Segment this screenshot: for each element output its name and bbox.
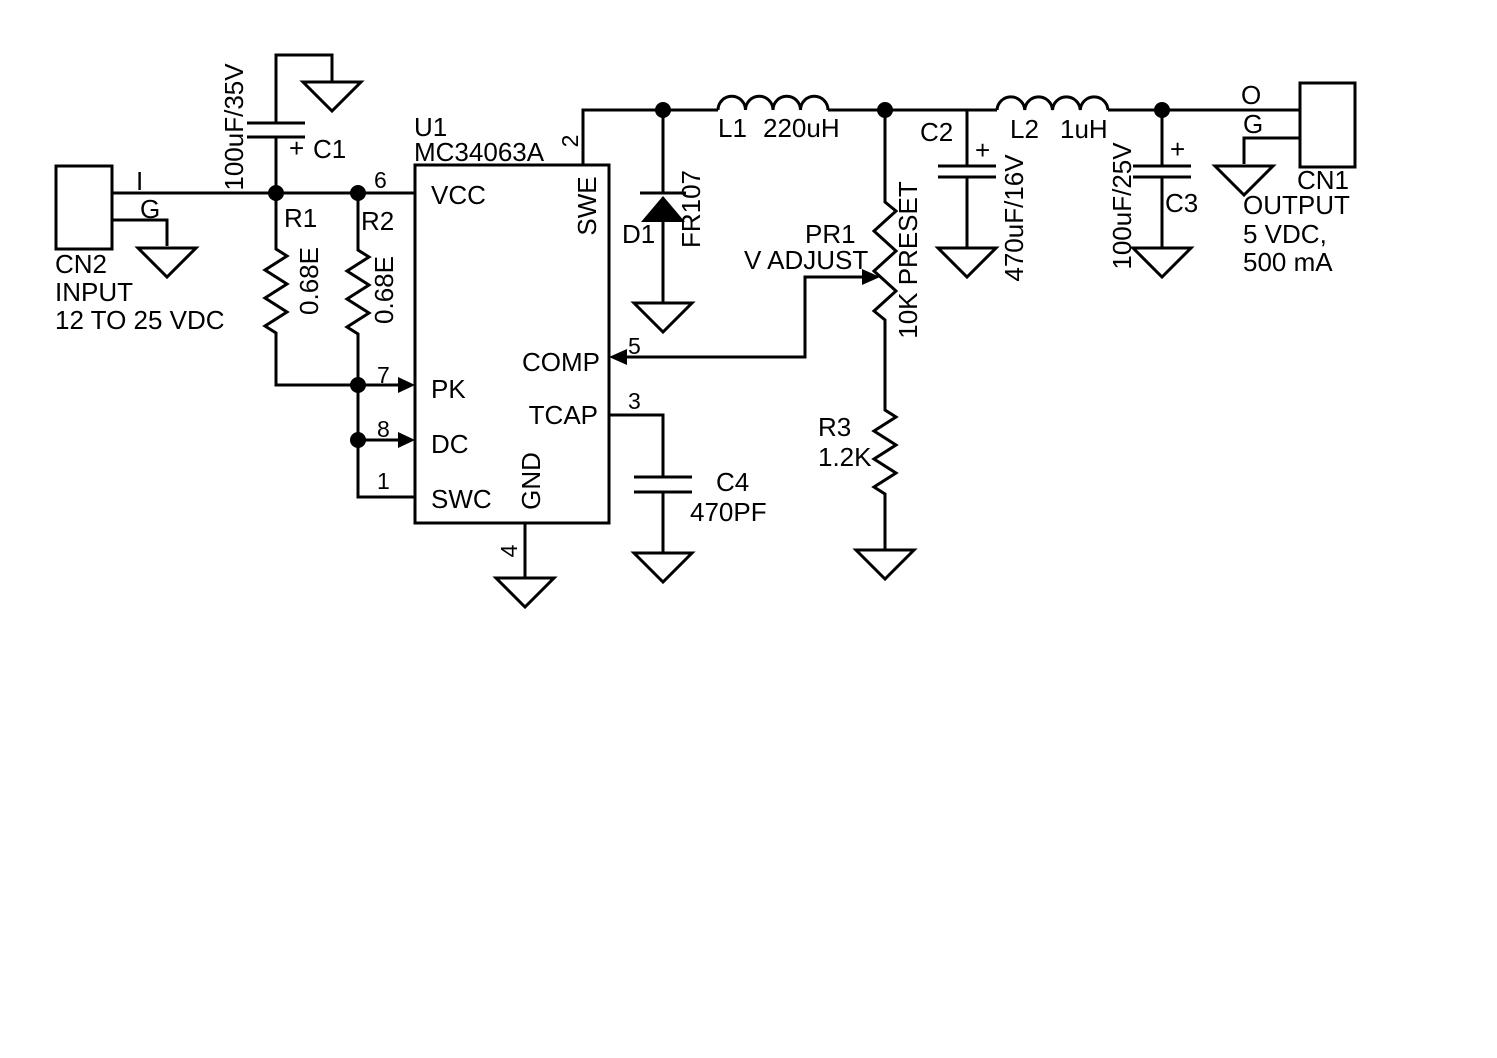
cn1-desc2-label: 5 VDC, xyxy=(1243,219,1327,249)
junction-dot xyxy=(350,185,366,201)
u1-pin6-number: 6 xyxy=(374,167,387,193)
u1-pin-pk-label: PK xyxy=(431,374,466,404)
ground-symbol-u1-icon xyxy=(492,576,558,610)
cn1-desc3-label: 500 mA xyxy=(1243,247,1333,277)
connector-cn1-body xyxy=(1298,81,1357,169)
capacitor-c1-symbol xyxy=(247,53,334,193)
c3-value-label: 100uF/25V xyxy=(1107,142,1137,270)
junction-dot xyxy=(877,102,893,118)
arrow-pin5-icon xyxy=(609,349,627,365)
r1-value-label: 0.68E xyxy=(294,247,324,315)
cn2-pin-g-label: G xyxy=(140,194,160,224)
u1-pin-tcap-label: TCAP xyxy=(529,400,598,430)
d1-ref-label: D1 xyxy=(622,219,655,249)
arrow-pin8-icon xyxy=(398,432,415,448)
c4-value-label: 470PF xyxy=(690,497,767,527)
u1-pin-dc-label: DC xyxy=(431,429,469,459)
c2-ref-label: C2 xyxy=(920,117,953,147)
l1-ref-label: L1 xyxy=(718,113,747,143)
wire-cn1-ground xyxy=(1242,136,1300,164)
wire-switch-output-rail xyxy=(581,108,1300,165)
u1-pin7-number: 7 xyxy=(377,362,390,388)
u1-pin1-number: 1 xyxy=(377,468,390,494)
c3-plus-label: + xyxy=(1170,134,1185,164)
cn1-pin-o-label: O xyxy=(1241,80,1261,110)
c4-ref-label: C4 xyxy=(716,467,749,497)
d1-value-label: FR107 xyxy=(676,170,706,248)
u1-pin3-number: 3 xyxy=(628,388,641,414)
u1-pin8-number: 8 xyxy=(377,416,390,442)
u1-pin-gnd-label: GND xyxy=(516,452,546,510)
c1-ref-label: C1 xyxy=(313,134,346,164)
pr1-value-label: 10K PRESET xyxy=(893,181,923,339)
resistor-r1-symbol xyxy=(262,193,358,387)
junction-dot xyxy=(350,432,366,448)
r3-value-label: 1.2K xyxy=(818,442,872,472)
ground-symbol-r3-icon xyxy=(852,548,918,582)
pr1-ref-label: PR1 xyxy=(805,219,856,249)
r1-ref-label: R1 xyxy=(284,203,317,233)
cn2-desc2-label: 12 TO 25 VDC xyxy=(55,305,225,335)
ground-symbol-c4-icon xyxy=(630,551,696,585)
ground-symbol-c2-icon xyxy=(934,246,1000,280)
u1-pin-comp-label: COMP xyxy=(522,347,600,377)
resistor-r2-symbol xyxy=(344,193,415,499)
capacitor-c3-symbol xyxy=(1133,110,1191,248)
connector-cn2-body xyxy=(54,164,114,251)
u1-pin5-number: 5 xyxy=(628,333,641,359)
u1-pin2-number: 2 xyxy=(557,135,583,148)
c1-value-label: 100uF/35V xyxy=(219,63,249,191)
l2-value-label: 1uH xyxy=(1060,114,1108,144)
preset-pr1-r3-symbol xyxy=(871,110,899,550)
ic-u1-body xyxy=(413,163,611,525)
l2-ref-label: L2 xyxy=(1010,114,1039,144)
junction-dot xyxy=(268,185,284,201)
diode-d1-symbol xyxy=(641,196,685,222)
ground-symbol-cn1-icon xyxy=(1211,164,1277,198)
u1-pin-swe-label: SWE xyxy=(572,176,602,235)
arrow-pin7-icon xyxy=(398,377,415,393)
cn2-pin-i-label: I xyxy=(136,166,143,196)
inductor-l2-symbol xyxy=(995,95,1110,111)
c1-plus-label: + xyxy=(289,133,304,163)
wire-cn2-ground xyxy=(112,218,169,246)
junction-dot xyxy=(655,102,671,118)
pr1-function-label: V ADJUST xyxy=(744,245,868,275)
r2-ref-label: R2 xyxy=(361,206,394,236)
r3-ref-label: R3 xyxy=(818,412,851,442)
junction-dot xyxy=(350,377,366,393)
u1-pin-vcc-label: VCC xyxy=(431,180,486,210)
l1-value-label: 220uH xyxy=(763,113,840,143)
u1-ref-label: U1 xyxy=(414,112,447,142)
capacitor-c2-symbol xyxy=(938,110,996,248)
capacitor-c4-symbol xyxy=(609,413,692,553)
cn1-ref-label: CN1 xyxy=(1297,165,1349,195)
arrow-pr1-wiper-icon xyxy=(862,269,880,285)
u1-part-label: MC34063A xyxy=(414,137,545,167)
c2-plus-label: + xyxy=(975,135,990,165)
junction-dot xyxy=(1154,102,1170,118)
ground-symbol-cn2-icon xyxy=(134,246,200,280)
inductor-l1-symbol xyxy=(716,94,830,111)
wire-comp-feedback xyxy=(627,275,866,359)
cn2-desc1-label: INPUT xyxy=(55,277,133,307)
r2-value-label: 0.68E xyxy=(369,256,399,324)
c2-value-label: 470uF/16V xyxy=(999,154,1029,282)
cn1-pin-g-label: G xyxy=(1243,109,1263,139)
cn2-ref-label: CN2 xyxy=(55,249,107,279)
diode-d1-wire xyxy=(640,110,686,303)
ground-symbol-c3-icon xyxy=(1129,246,1195,280)
ground-symbol-d1-icon xyxy=(630,301,696,335)
u1-pin-swc-label: SWC xyxy=(431,484,492,514)
c3-ref-label: C3 xyxy=(1165,188,1198,218)
cn1-desc1-label: OUTPUT xyxy=(1243,190,1350,220)
u1-pin4-number: 4 xyxy=(496,544,522,557)
ground-symbol-c1-icon xyxy=(299,80,365,114)
